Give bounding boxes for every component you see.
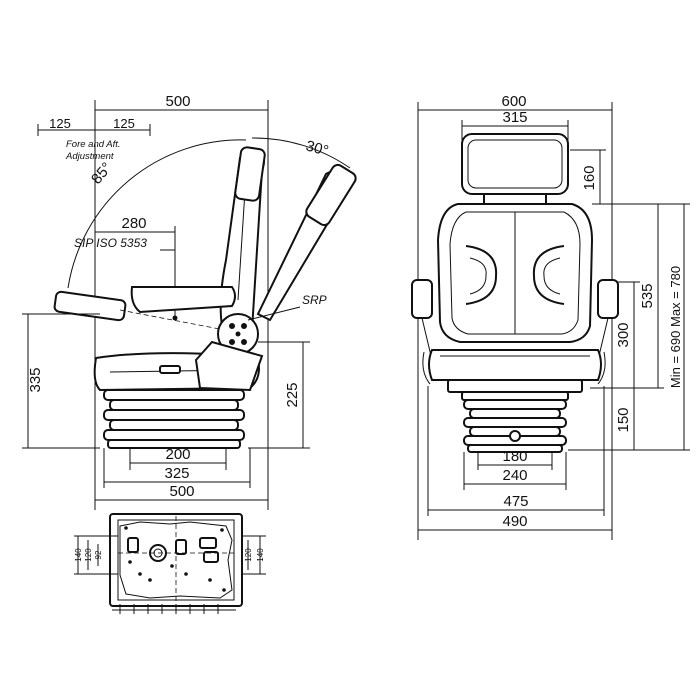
dim-bottom-500: 500	[169, 483, 194, 500]
dim-240: 240	[502, 467, 527, 484]
plate-dim-left-92: 92	[94, 550, 103, 559]
plate-dim-right-120: 120	[244, 548, 253, 562]
front-bellows	[463, 399, 567, 453]
dim-225: 225	[284, 382, 301, 407]
dim-top-600: 600	[501, 93, 526, 110]
dim-535: 535	[639, 283, 656, 308]
mount-plate-view: 140 120 92 120 140	[74, 513, 266, 614]
plate-dim-right-140: 140	[256, 548, 265, 562]
plate-dim-left-140: 140	[74, 548, 83, 562]
dim-475: 475	[503, 493, 528, 510]
angle-30: 30°	[304, 137, 330, 159]
dim-280: 280	[121, 215, 146, 232]
dim-150: 150	[615, 407, 632, 432]
fore-aft-label-2: Adjustment	[65, 151, 114, 162]
dim-490: 490	[502, 513, 527, 530]
dim-height-range: Min = 690 Max = 780	[668, 266, 683, 388]
dim-fore-125-right: 125	[113, 116, 135, 131]
dim-300: 300	[615, 322, 632, 347]
sip-label: SIP ISO 5353	[74, 236, 147, 250]
dim-fore-125-left: 125	[49, 116, 71, 131]
side-view: 500 125 125 Fore and Aft. Adjustment 85°…	[22, 93, 357, 510]
fore-aft-label: Fore and Aft.	[66, 139, 121, 150]
plate-dim-left-120: 120	[84, 548, 93, 562]
front-view: 600 315 160	[411, 93, 690, 540]
dim-315: 315	[502, 109, 527, 126]
dim-180: 180	[502, 448, 527, 465]
dim-325: 325	[164, 465, 189, 482]
side-bellows	[103, 389, 245, 449]
dim-160: 160	[581, 165, 598, 190]
dim-top-500: 500	[165, 93, 190, 110]
angle-85: 85°	[88, 159, 116, 187]
dim-335: 335	[27, 367, 44, 392]
dim-200: 200	[165, 446, 190, 463]
srp-label: SRP	[302, 293, 327, 307]
